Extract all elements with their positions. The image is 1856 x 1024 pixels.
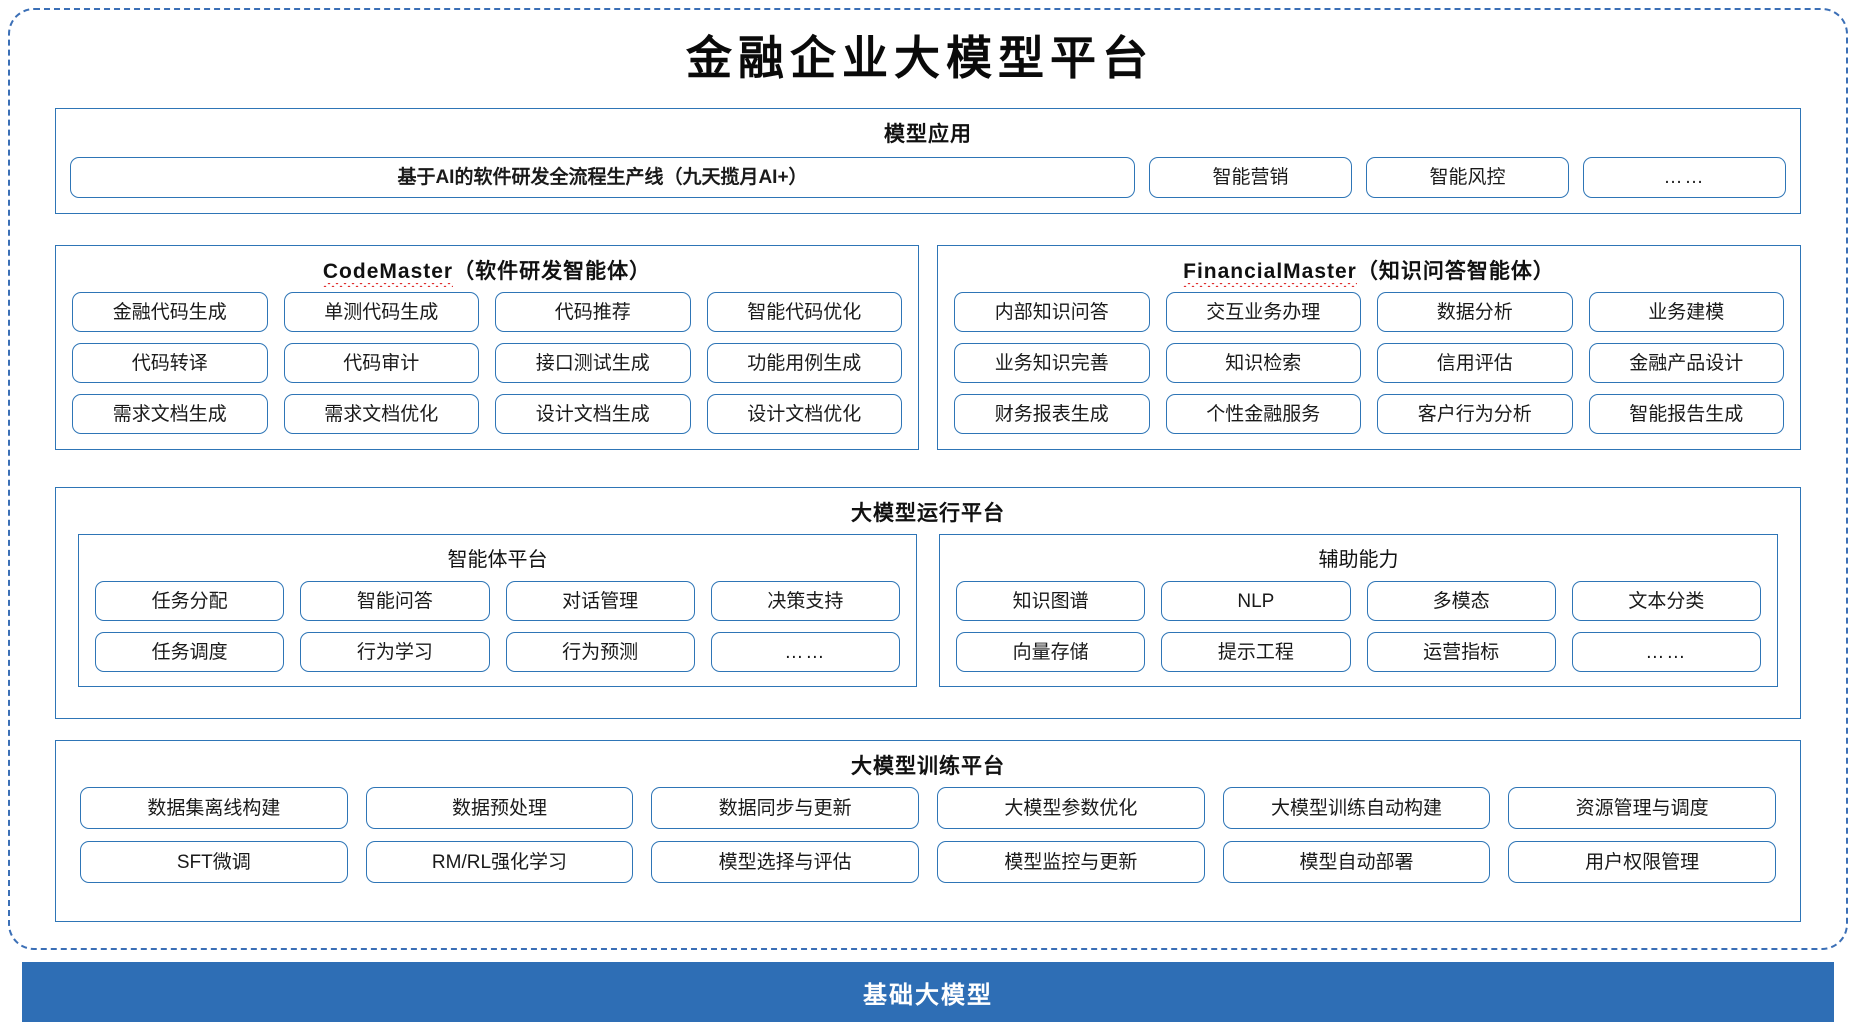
pill-capability[interactable]: 智能问答 (300, 581, 490, 621)
pill-capability[interactable]: 智能代码优化 (706, 292, 902, 332)
section-title-run-platform: 大模型运行平台 (851, 502, 1005, 525)
subsection-auxiliary-capability: 辅助能力 知识图谱 NLP 多模态 文本分类 向量存储 提示工程 运营指标 …… (939, 534, 1778, 687)
model-application-items: 基于AI的软件研发全流程生产线（九天揽月AI+） 智能营销 智能风控 …… (56, 157, 1800, 198)
section-model-application: 模型应用 基于AI的软件研发全流程生产线（九天揽月AI+） 智能营销 智能风控 … (55, 108, 1801, 214)
section-codemaster: CodeMaster（软件研发智能体） 金融代码生成 单测代码生成 代码推荐 智… (55, 245, 919, 450)
pill-capability[interactable]: 需求文档生成 (72, 394, 268, 434)
page-title: 金融企业大模型平台 (686, 33, 1154, 84)
pill-capability[interactable]: 数据同步与更新 (651, 787, 919, 829)
pill-capability[interactable]: 业务知识完善 (954, 343, 1150, 383)
auxiliary-capability-grid: 知识图谱 NLP 多模态 文本分类 向量存储 提示工程 运营指标 …… (956, 581, 1761, 672)
pill-capability[interactable]: NLP (1161, 581, 1351, 621)
pill-capability[interactable]: 智能报告生成 (1588, 394, 1784, 434)
pill-more-ellipsis[interactable]: …… (1583, 157, 1786, 198)
pill-capability[interactable]: 代码推荐 (495, 292, 691, 332)
pill-capability[interactable]: 金融产品设计 (1588, 343, 1784, 383)
foundation-model-bar: 基础大模型 (22, 962, 1834, 1022)
foundation-model-label: 基础大模型 (863, 981, 993, 1009)
pill-capability[interactable]: 客户行为分析 (1377, 394, 1573, 434)
pill-smart-risk-control[interactable]: 智能风控 (1366, 157, 1569, 198)
pill-more-ellipsis[interactable]: …… (1571, 632, 1761, 672)
pill-capability[interactable]: SFT微调 (80, 841, 348, 883)
section-title-training-platform: 大模型训练平台 (851, 755, 1005, 778)
codemaster-name: CodeMaster (322, 260, 454, 287)
section-title-model-application: 模型应用 (884, 123, 972, 146)
pill-capability[interactable]: 模型选择与评估 (651, 841, 919, 883)
codemaster-suffix: （软件研发智能体） (453, 260, 652, 283)
pill-capability[interactable]: 财务报表生成 (954, 394, 1150, 434)
pill-capability[interactable]: 模型自动部署 (1222, 841, 1491, 883)
pill-capability[interactable]: 数据集离线构建 (80, 787, 348, 829)
pill-capability[interactable]: 设计文档优化 (706, 394, 902, 434)
pill-capability[interactable]: 行为预测 (505, 632, 695, 672)
pill-capability[interactable]: 功能用例生成 (706, 343, 902, 383)
section-title-financialmaster: FinancialMaster（知识问答智能体） (938, 246, 1800, 292)
pill-capability[interactable]: 业务建模 (1588, 292, 1784, 332)
pill-capability[interactable]: 多模态 (1366, 581, 1556, 621)
codemaster-capability-grid: 金融代码生成 单测代码生成 代码推荐 智能代码优化 代码转译 代码审计 接口测试… (72, 292, 902, 434)
pill-capability[interactable]: 运营指标 (1366, 632, 1556, 672)
pill-capability[interactable]: 数据分析 (1377, 292, 1573, 332)
pill-smart-marketing[interactable]: 智能营销 (1149, 157, 1352, 198)
financialmaster-capability-grid: 内部知识问答 交互业务办理 数据分析 业务建模 业务知识完善 知识检索 信用评估… (954, 292, 1784, 434)
pill-ai-sdlc-pipeline[interactable]: 基于AI的软件研发全流程生产线（九天揽月AI+） (70, 157, 1135, 198)
pill-capability[interactable]: 数据预处理 (365, 787, 634, 829)
pill-capability[interactable]: 代码审计 (283, 343, 479, 383)
financialmaster-name: FinancialMaster (1183, 260, 1357, 287)
section-training-platform: 大模型训练平台 数据集离线构建 数据预处理 数据同步与更新 大模型参数优化 大模… (55, 740, 1801, 922)
pill-capability[interactable]: 接口测试生成 (495, 343, 691, 383)
pill-capability[interactable]: 提示工程 (1161, 632, 1351, 672)
pill-capability[interactable]: 个性金融服务 (1165, 394, 1361, 434)
subsection-title-auxiliary-capability: 辅助能力 (1318, 549, 1399, 571)
pill-capability[interactable]: 对话管理 (505, 581, 695, 621)
section-financialmaster: FinancialMaster（知识问答智能体） 内部知识问答 交互业务办理 数… (937, 245, 1801, 450)
pill-capability[interactable]: 大模型训练自动构建 (1222, 787, 1491, 829)
pill-capability[interactable]: 向量存储 (956, 632, 1146, 672)
pill-capability[interactable]: RM/RL强化学习 (365, 841, 634, 883)
pill-more-ellipsis[interactable]: …… (710, 632, 900, 672)
pill-capability[interactable]: 内部知识问答 (954, 292, 1150, 332)
pill-capability[interactable]: 大模型参数优化 (936, 787, 1205, 829)
pill-capability[interactable]: 交互业务办理 (1165, 292, 1361, 332)
pill-capability[interactable]: 行为学习 (300, 632, 490, 672)
pill-capability[interactable]: 任务分配 (95, 581, 285, 621)
training-platform-grid: 数据集离线构建 数据预处理 数据同步与更新 大模型参数优化 大模型训练自动构建 … (80, 787, 1776, 883)
subsection-title-agent-platform: 智能体平台 (447, 549, 548, 571)
pill-capability[interactable]: 信用评估 (1377, 343, 1573, 383)
pill-capability[interactable]: 模型监控与更新 (936, 841, 1205, 883)
pill-capability[interactable]: 单测代码生成 (283, 292, 479, 332)
subsection-agent-platform: 智能体平台 任务分配 智能问答 对话管理 决策支持 任务调度 行为学习 行为预测… (78, 534, 917, 687)
section-title-codemaster: CodeMaster（软件研发智能体） (56, 246, 918, 292)
pill-capability[interactable]: 知识检索 (1165, 343, 1361, 383)
pill-capability[interactable]: 设计文档生成 (495, 394, 691, 434)
pill-capability[interactable]: 文本分类 (1571, 581, 1761, 621)
financialmaster-suffix: （知识问答智能体） (1356, 260, 1555, 283)
pill-capability[interactable]: 资源管理与调度 (1508, 787, 1776, 829)
pill-capability[interactable]: 代码转译 (72, 343, 268, 383)
pill-capability[interactable]: 金融代码生成 (72, 292, 268, 332)
pill-capability[interactable]: 需求文档优化 (283, 394, 479, 434)
agent-platform-grid: 任务分配 智能问答 对话管理 决策支持 任务调度 行为学习 行为预测 …… (95, 581, 900, 672)
pill-capability[interactable]: 知识图谱 (956, 581, 1146, 621)
section-run-platform: 大模型运行平台 智能体平台 任务分配 智能问答 对话管理 决策支持 任务调度 行… (55, 487, 1801, 719)
pill-capability[interactable]: 用户权限管理 (1508, 841, 1776, 883)
pill-capability[interactable]: 任务调度 (95, 632, 285, 672)
pill-capability[interactable]: 决策支持 (710, 581, 900, 621)
